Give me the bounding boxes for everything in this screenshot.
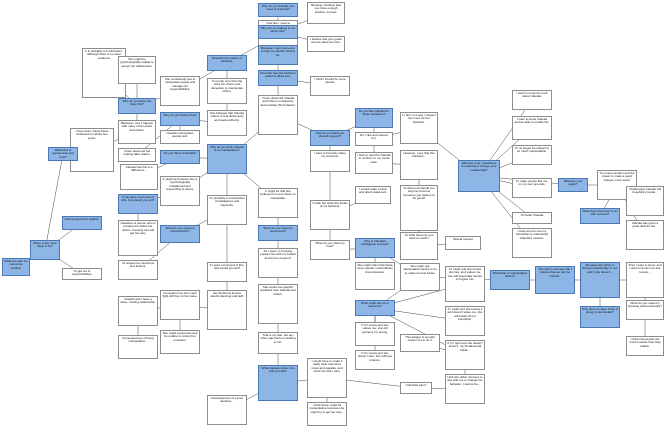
node-statement[interactable]: In fact, in a way I respect her more for… bbox=[400, 112, 438, 144]
node-question[interactable]: What kind of experiences and how? bbox=[48, 147, 78, 161]
node-question[interactable]: When a she more likely to lie? bbox=[30, 240, 60, 260]
node-statement[interactable]: Claudia manipulates people well. bbox=[160, 130, 200, 144]
node-statement[interactable]: If I'm right and she doesn't know it, my… bbox=[445, 340, 485, 370]
node-statement[interactable]: I want to know the truth about Claudia. bbox=[512, 90, 552, 110]
node-statement[interactable]: She might be psychologically unable to a… bbox=[118, 56, 156, 84]
node-statement[interactable]: Claudia has given a great deal for her..… bbox=[626, 220, 664, 250]
node-question[interactable]: Describe how the behavior patterns affec… bbox=[258, 70, 298, 86]
node-statement[interactable]: Consequences of a poor decision... bbox=[207, 395, 247, 425]
node-statement[interactable]: This danger is enough reason not to do i… bbox=[400, 334, 440, 352]
node-question[interactable]: Describe the pattern of behavior. bbox=[207, 55, 247, 71]
node-statement[interactable]: Claudia has this is a difference... bbox=[120, 164, 158, 190]
node-question[interactable]: What does that have to do with success? bbox=[580, 208, 620, 224]
node-statement[interactable]: It might be that she believes it is very… bbox=[258, 188, 298, 218]
node-question[interactable]: Why are you talking to me about this? bbox=[258, 25, 298, 39]
node-question[interactable]: What are your goals? bbox=[558, 178, 588, 192]
node-question[interactable]: She will try and say that I believe that… bbox=[535, 266, 575, 294]
node-statement[interactable]: Until she either chooses to ask with me … bbox=[445, 374, 485, 404]
node-question[interactable]: What do you mean by untrustworthy? bbox=[160, 225, 200, 243]
node-statement[interactable]: So I seem to honestly present her with m… bbox=[258, 248, 298, 278]
node-statement[interactable]: She might claim that these were special,… bbox=[355, 262, 395, 290]
node-statement[interactable]: Because I see it happen with many of her… bbox=[118, 120, 156, 144]
node-statement[interactable]: Her decisions involve careful planning a… bbox=[207, 290, 247, 330]
node-statement[interactable]: I'm pretty sure that she uses her charm … bbox=[207, 78, 247, 104]
node-statement[interactable]: I want to know Claudia and be able to pr… bbox=[512, 116, 552, 140]
node-statement[interactable]: I'd respect her decisions and actions. bbox=[118, 260, 158, 280]
node-statement[interactable]: I believe that your goals are the same a… bbox=[307, 36, 345, 52]
node-statement[interactable]: If I might and she knows it and doesn't … bbox=[445, 306, 485, 336]
node-statement[interactable]: She would use specific feedback from Cla… bbox=[258, 284, 298, 324]
node-question[interactable]: Why do you believe this? bbox=[160, 112, 200, 126]
node-statement[interactable]: No, I like and respect her. bbox=[355, 132, 393, 146]
node-question[interactable]: What are your motivations for wanting to… bbox=[458, 160, 500, 192]
node-statement[interactable]: Or what future do you want to reach? bbox=[400, 232, 438, 260]
node-question[interactable]: Because she either is doing it intention… bbox=[580, 262, 620, 298]
node-statement[interactable]: I'd ask her what she thinks of my behavi… bbox=[310, 200, 350, 230]
node-question[interactable]: What she tells me cannot be verified. bbox=[2, 258, 30, 276]
node-question[interactable]: Why is Claudia's intelligence at issue? bbox=[355, 238, 395, 258]
node-statement[interactable]: She consistently lies to manipulate peop… bbox=[160, 76, 200, 106]
node-question[interactable]: Why do you think Claudia is so manipulat… bbox=[207, 144, 247, 174]
node-statement[interactable]: I think I should be more careful. bbox=[310, 76, 350, 96]
node-statement[interactable]: Because I believe that you have enough w… bbox=[307, 2, 345, 24]
node-statement[interactable]: To make people like me, on my own ground… bbox=[512, 178, 552, 198]
node-question[interactable]: Do you like Claudia for these behaviors? bbox=[355, 108, 393, 128]
node-statement[interactable]: Consequences of being manipulative... bbox=[118, 335, 158, 359]
node-statement[interactable]: I have tried to use my friendship to und… bbox=[512, 228, 552, 258]
node-statement[interactable]: I would have to make it really clear tha… bbox=[307, 358, 347, 398]
node-question[interactable]: Why do you think she does this? bbox=[118, 98, 156, 114]
node-question[interactable]: Because I want someone to help me decide… bbox=[258, 45, 298, 65]
node-statement[interactable]: I think that people are much smarter tha… bbox=[626, 336, 664, 356]
node-statement[interactable]: Claudia is a person who is prepared to f… bbox=[118, 220, 158, 256]
node-question[interactable]: If you were convinced of this, how would… bbox=[118, 194, 158, 214]
node-question[interactable]: What kind of manipulation tactics? bbox=[490, 270, 530, 290]
node-question[interactable]: Do you think of Claudia? bbox=[160, 150, 200, 164]
node-statement[interactable]: To no longer be subject to so much manip… bbox=[512, 145, 552, 165]
node-statement[interactable]: I feel no need for Claudia to conform to… bbox=[355, 152, 393, 174]
node-question[interactable]: What might she do in response? bbox=[355, 300, 395, 316]
node-question[interactable]: How do you think you should respond? bbox=[310, 130, 350, 146]
node-statement[interactable]: I have observed her making false claims. bbox=[118, 148, 156, 162]
node-statement[interactable]: If I'm wrong and she doesn't care, she w… bbox=[355, 350, 395, 370]
node-question[interactable]: During arguments (fights). bbox=[62, 216, 102, 230]
node-statement[interactable]: If I might and she knows she lies, and v… bbox=[445, 266, 485, 302]
node-statement[interactable]: I'd explain how she might fight with her… bbox=[160, 290, 200, 320]
node-statement[interactable]: To get out of responsibilities. bbox=[62, 268, 102, 280]
node-statement[interactable]: Then I want to know, and I want to know … bbox=[626, 262, 664, 298]
node-statement[interactable]: It might be because she is psychological… bbox=[160, 176, 200, 206]
node-statement[interactable]: To better Claudia bbox=[512, 212, 552, 224]
node-question[interactable]: What happens when she and you talk? bbox=[258, 365, 298, 401]
node-statement[interactable]: She might experience and be unable to co… bbox=[160, 330, 200, 354]
node-question[interactable]: Why does it matter if she is doing it in… bbox=[580, 306, 620, 328]
node-statement[interactable]: What do you mean by trust? bbox=[310, 240, 350, 260]
node-question[interactable]: What do you mean by cleverness? bbox=[258, 225, 298, 241]
node-statement[interactable]: I would make a clear and direct statemen… bbox=[355, 186, 391, 204]
connector-line bbox=[44, 153, 64, 251]
node-statement[interactable]: What do you mean by knowing subconscious… bbox=[626, 300, 664, 320]
node-statement[interactable]: Claudia and I have a close, trusting rel… bbox=[118, 296, 158, 326]
node-statement[interactable]: However, I see that this behavior... bbox=[400, 150, 438, 180]
node-statement[interactable]: Unlimited pain? bbox=[400, 382, 432, 394]
node-statement[interactable]: I want to honestly share my concerns. bbox=[310, 150, 350, 172]
node-statement[interactable]: To what end should you help her become s… bbox=[400, 185, 438, 231]
node-statement[interactable]: Mutual respect bbox=[445, 236, 481, 250]
node-statement[interactable]: That is my fear: but any other approach … bbox=[258, 332, 298, 354]
node-statement[interactable]: Challenging Claudia will hopefully provi… bbox=[626, 186, 664, 216]
node-statement[interactable]: If I were convinced of this, how would y… bbox=[207, 262, 247, 282]
node-statement[interactable]: It's probably a combination of intellige… bbox=[207, 195, 247, 225]
node-statement[interactable]: I think these might be manipulative beca… bbox=[307, 402, 347, 426]
node-statement[interactable]: I have observed Claudia and others consi… bbox=[258, 95, 298, 135]
node-statement[interactable]: If I'm wrong and she values me, she will… bbox=[355, 322, 395, 346]
node-statement[interactable]: She believes that Claudia claims to feel… bbox=[207, 110, 247, 136]
node-statement[interactable]: She might use manipulation tactics to tr… bbox=[400, 263, 440, 291]
node-question[interactable]: Why do you feel like you need to respond… bbox=[258, 3, 298, 17]
